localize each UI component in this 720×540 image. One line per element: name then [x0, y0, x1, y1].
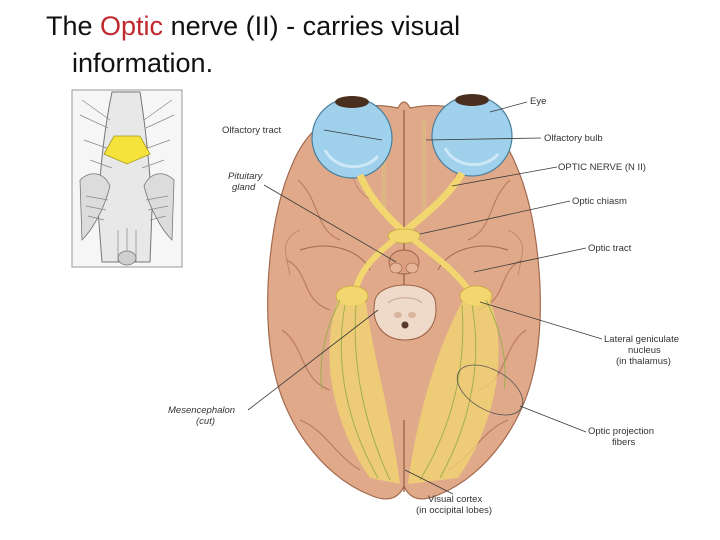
label-projection-line2: fibers [612, 437, 635, 448]
label-optic-chiasm: Optic chiasm [572, 196, 627, 207]
label-mesencephalon-line2: (cut) [196, 416, 215, 427]
optic-nerve-pathway [320, 171, 524, 484]
brainstem-inset-illustration [71, 89, 183, 268]
title-suffix: nerve (II) - carries visual [163, 11, 461, 41]
label-visual-cortex-line2: (in occipital lobes) [416, 505, 492, 516]
slide-title: The Optic nerve (II) - carries visual in… [46, 8, 606, 82]
label-projection-line1: Optic projection [588, 426, 654, 437]
diagram-labels: Eye Olfactory tract Olfactory bulb Pitui… [168, 96, 679, 516]
label-lgn-line1: Lateral geniculate [604, 334, 679, 345]
title-prefix: The [46, 11, 101, 41]
label-leader-lines [247, 101, 603, 495]
label-pituitary-line2: gland [232, 182, 256, 193]
right-eyeball [431, 94, 513, 177]
label-lgn-line2: nucleus [628, 345, 661, 356]
label-pituitary-line1: Pituitary [228, 171, 264, 182]
label-olfactory-bulb: Olfactory bulb [544, 133, 603, 144]
label-eye: Eye [530, 96, 546, 107]
label-mesencephalon-line1: Mesencephalon [168, 405, 235, 416]
label-lgn-line3: (in thalamus) [616, 356, 671, 367]
label-optic-nerve: OPTIC NERVE (N II) [558, 162, 646, 173]
title-line-2: information. [72, 48, 214, 78]
label-optic-tract: Optic tract [588, 243, 632, 254]
label-visual-cortex-line1: Visual cortex [428, 494, 482, 505]
title-highlight-optic: Optic [100, 11, 164, 41]
left-eyeball [311, 96, 393, 179]
label-olfactory-tract: Olfactory tract [222, 125, 281, 136]
